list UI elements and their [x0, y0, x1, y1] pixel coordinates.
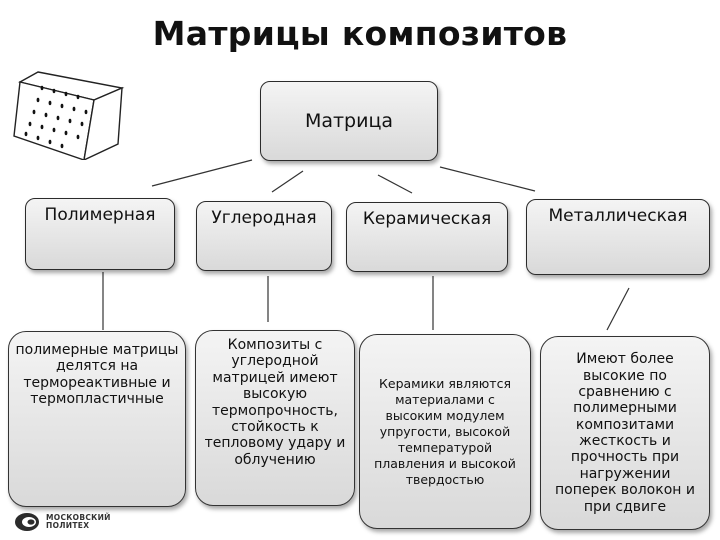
composite-cube-icon	[13, 71, 125, 160]
description-node-carbon: Композиты с углеродной матрицей имеют вы…	[195, 330, 355, 506]
connector-root-carbon	[271, 170, 304, 193]
description-text: Керамики являются материалами с высоким …	[374, 375, 516, 487]
connector-root-ceramic	[377, 174, 413, 194]
root-node: Матрица	[260, 81, 438, 161]
category-node-ceramic: Керамическая	[346, 202, 508, 272]
logo-line-2: политех	[46, 521, 90, 530]
description-node-ceramic: Керамики являются материалами с высоким …	[359, 334, 531, 529]
category-node-polymer: Полимерная	[25, 198, 175, 270]
description-text: полимерные матрицы делятся на термореакт…	[15, 342, 179, 408]
category-node-carbon: Углеродная	[196, 201, 332, 271]
description-text: Имеют более высокие по сравнению с полим…	[555, 351, 695, 515]
category-label: Металлическая	[548, 206, 688, 226]
category-node-metal: Металлическая	[526, 199, 710, 275]
description-node-metal: Имеют более высокие по сравнению с полим…	[540, 336, 710, 530]
connector-root-polymer	[151, 159, 253, 187]
category-label: Керамическая	[362, 209, 492, 229]
page-title: Матрицы композитов	[152, 14, 568, 53]
logo-icon	[15, 513, 39, 531]
description-text: Композиты с углеродной матрицей имеют вы…	[204, 337, 346, 468]
connector-metal-desc	[606, 287, 630, 331]
description-node-polymer: полимерные матрицы делятся на термореакт…	[8, 331, 186, 507]
connector-root-metal	[439, 166, 536, 192]
university-logo: московский политех	[14, 512, 111, 532]
logo-line-1: московский	[46, 513, 111, 522]
category-label: Углеродная	[211, 208, 317, 228]
root-node-label: Матрица	[304, 110, 394, 132]
category-label: Полимерная	[44, 205, 156, 225]
logo-text: московский политех	[46, 514, 111, 530]
